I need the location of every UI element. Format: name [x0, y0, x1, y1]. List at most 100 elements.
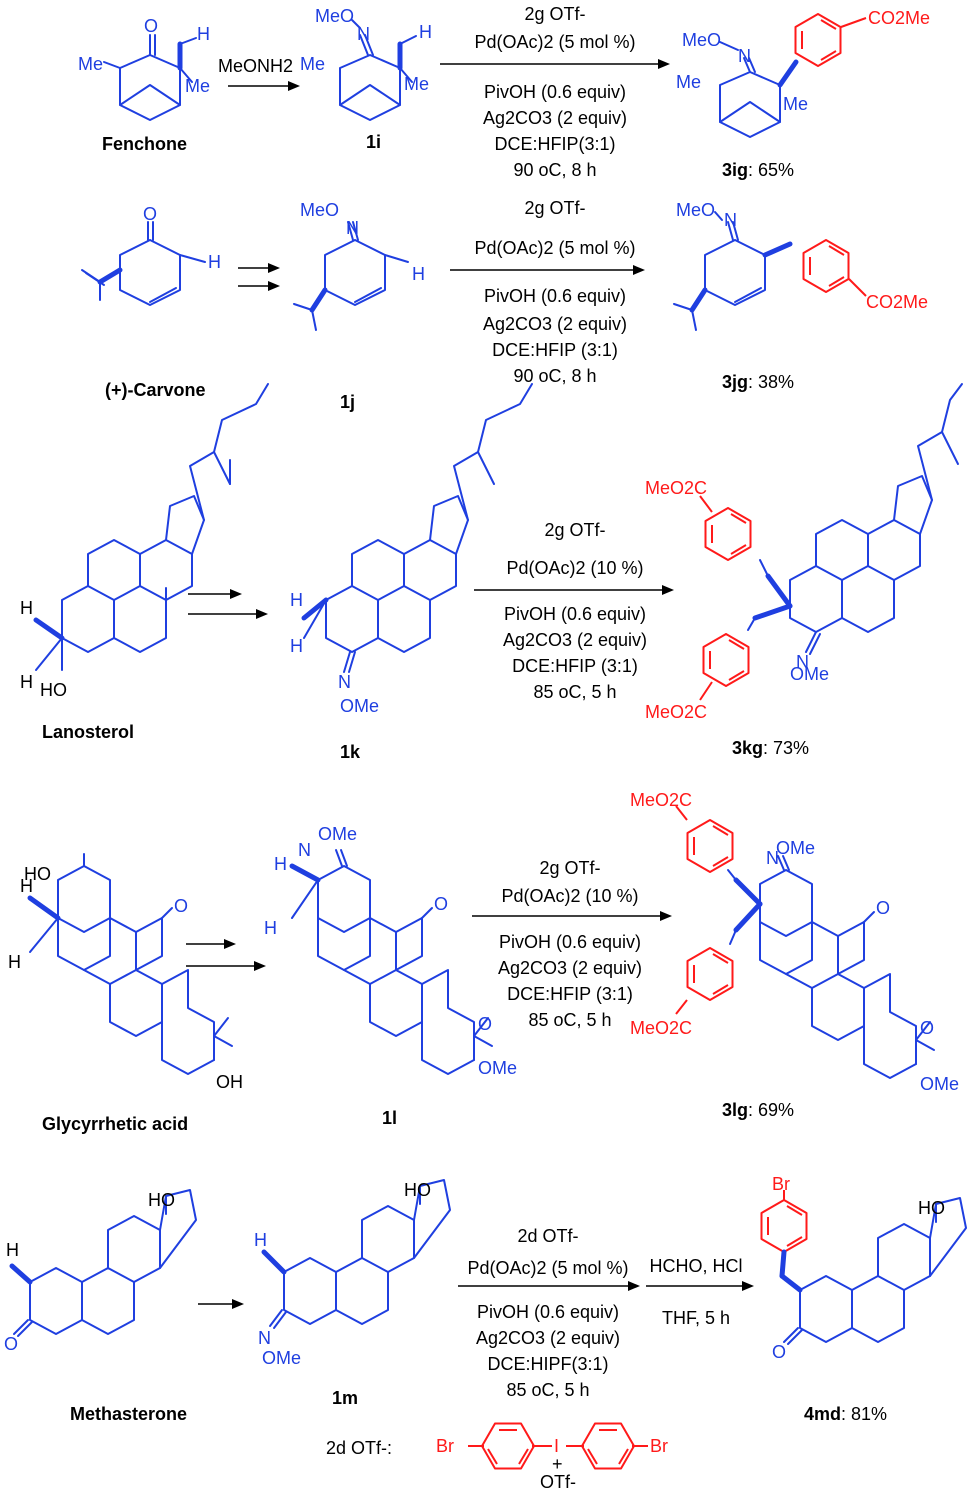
product-3kg-co2me-top: MeO2C — [645, 478, 707, 498]
carvone-h: H — [208, 252, 221, 272]
product-3ig-structure — [719, 13, 867, 138]
product-3kg-ome: OMe — [790, 664, 829, 684]
fenchone-structure — [103, 34, 197, 121]
fenchone-me-right: Me — [185, 76, 210, 96]
row2-condition-pivoh: PivOH (0.6 equiv) — [484, 286, 626, 306]
product-4md-br: Br — [772, 1174, 790, 1194]
row1-condition-pd: Pd(OAc)2 (5 mol %) — [474, 32, 635, 52]
product-4md-structure — [760, 1190, 967, 1345]
glycyrrhetic-acid-structure — [27, 853, 233, 1075]
row5-main-arrow — [458, 1281, 640, 1291]
reagent-plus-charge: + — [552, 1454, 563, 1474]
methasterone-h: H — [6, 1240, 19, 1260]
row2-product-yield: : 38% — [748, 372, 794, 392]
oxime-1j-structure — [293, 221, 409, 331]
row1-condition-ag: Ag2CO3 (2 equiv) — [483, 108, 627, 128]
glycyrrhetic-ho: HO — [24, 864, 51, 884]
reagent-counterion: OTf- — [540, 1472, 576, 1492]
row3-main-arrow — [474, 585, 674, 595]
oxime-1m-structure — [261, 1179, 451, 1329]
row5-product-caption: 4md: 81% — [804, 1404, 887, 1424]
product-3lg-ketone-o: O — [876, 898, 890, 918]
oxime-1i-me-left: Me — [300, 54, 325, 74]
row2-condition-solvent: DCE:HFIP (3:1) — [492, 340, 618, 360]
product-4md-ho: HO — [918, 1198, 945, 1218]
row5-condition-solvent: DCE:HIPF(3:1) — [487, 1354, 608, 1374]
row4-product-label: 3lg — [722, 1100, 748, 1120]
methasterone-ho: HO — [148, 1190, 175, 1210]
row1-condition-solvent: DCE:HFIP(3:1) — [494, 134, 615, 154]
oxime-1i-n: N — [357, 24, 370, 44]
row4-product-caption: 3lg: 69% — [722, 1100, 794, 1120]
oxime-1l-structure — [289, 849, 493, 1075]
product-3jg-n: N — [724, 210, 737, 230]
oxime-1m-ome: OMe — [262, 1348, 301, 1368]
row4-condition-temp: 85 oC, 5 h — [528, 1010, 611, 1030]
row1-product-yield: : 65% — [748, 160, 794, 180]
methasterone-o: O — [4, 1334, 18, 1354]
methasterone-structure — [9, 1189, 197, 1337]
fenchone-oxygen: O — [144, 16, 158, 36]
row2-condition-pd: Pd(OAc)2 (5 mol %) — [474, 238, 635, 258]
row3-condition-pivoh: PivOH (0.6 equiv) — [504, 604, 646, 624]
product-3ig-me-left: Me — [676, 72, 701, 92]
row4-product-yield: : 69% — [748, 1100, 794, 1120]
row2-start-name: (+)-Carvone — [105, 380, 206, 400]
row2-condition-ag: Ag2CO3 (2 equiv) — [483, 314, 627, 334]
product-3jg-co2me: CO2Me — [866, 292, 928, 312]
row5-condition-ag: Ag2CO3 (2 equiv) — [476, 1328, 620, 1348]
row4-two-step-arrows — [186, 939, 266, 971]
row5-extra-condition-1: HCHO, HCl — [650, 1256, 743, 1276]
row5-product-label: 4md — [804, 1404, 841, 1424]
row4-condition-ag: Ag2CO3 (2 equiv) — [498, 958, 642, 978]
oxime-1i-meo: MeO — [315, 6, 354, 26]
product-3ig-co2me: CO2Me — [868, 8, 930, 28]
row5-condition-pivoh: PivOH (0.6 equiv) — [477, 1302, 619, 1322]
oxime-1m-ho: HO — [404, 1180, 431, 1200]
oxime-1l-ketone-o: O — [434, 894, 448, 914]
product-3lg-ester-o: O — [920, 1018, 934, 1038]
row4-condition-catalyst-reagent: 2g OTf- — [539, 858, 600, 878]
reagent-br-right: Br — [650, 1436, 668, 1456]
oxime-1i-h: H — [419, 22, 432, 42]
row1-intermediate-label: 1i — [366, 132, 381, 152]
oxime-1k-h1: H — [290, 590, 303, 610]
footnote-label: 2d OTf-: — [326, 1438, 392, 1458]
row5-step3-arrow — [646, 1281, 754, 1291]
row2-product-caption: 3jg: 38% — [722, 372, 794, 392]
row3-start-name: Lanosterol — [42, 722, 134, 742]
row3-intermediate-label: 1k — [340, 742, 361, 762]
product-3ig-meo: MeO — [682, 30, 721, 50]
oxime-1i-structure — [339, 19, 417, 121]
lanosterol-h2: H — [20, 672, 33, 692]
row1-product-caption: 3ig: 65% — [722, 160, 794, 180]
oxime-1l-h1: H — [274, 854, 287, 874]
product-3kg-n: N — [796, 652, 809, 672]
oxime-1m-n: N — [258, 1328, 271, 1348]
row4-start-name: Glycyrrhetic acid — [42, 1114, 188, 1134]
row5-product-yield: : 81% — [841, 1404, 887, 1424]
methoxyamine-reagent: MeONH2 — [218, 56, 293, 76]
product-3jg-structure — [673, 211, 867, 331]
row5-condition-pd: Pd(OAc)2 (5 mol %) — [467, 1258, 628, 1278]
oxime-1k-structure — [301, 383, 533, 673]
glycyrrhetic-h1: H — [20, 876, 33, 896]
fenchone-me-left: Me — [78, 54, 103, 74]
lanosterol-structure — [33, 383, 269, 671]
oxime-1i-me-right: Me — [404, 74, 429, 94]
oxime-1l-ome: OMe — [318, 824, 357, 844]
product-3lg-ester-ome: OMe — [920, 1074, 959, 1094]
row1-condition-pivoh: PivOH (0.6 equiv) — [484, 82, 626, 102]
row1-main-arrow — [440, 59, 670, 69]
product-3lg-co2me-top: MeO2C — [630, 790, 692, 810]
product-3lg-ome: OMe — [776, 838, 815, 858]
row1-product-label: 3ig — [722, 160, 748, 180]
oxime-1l-ester-o: O — [478, 1014, 492, 1034]
row4-main-arrow — [472, 911, 672, 921]
row4-condition-solvent: DCE:HFIP (3:1) — [507, 984, 633, 1004]
fenchone-h: H — [197, 24, 210, 44]
row2-condition-catalyst-reagent: 2g OTf- — [524, 198, 585, 218]
oxime-1k-h2: H — [290, 636, 303, 656]
row3-condition-catalyst-reagent: 2g OTf- — [544, 520, 605, 540]
product-3lg-structure — [675, 805, 935, 1079]
